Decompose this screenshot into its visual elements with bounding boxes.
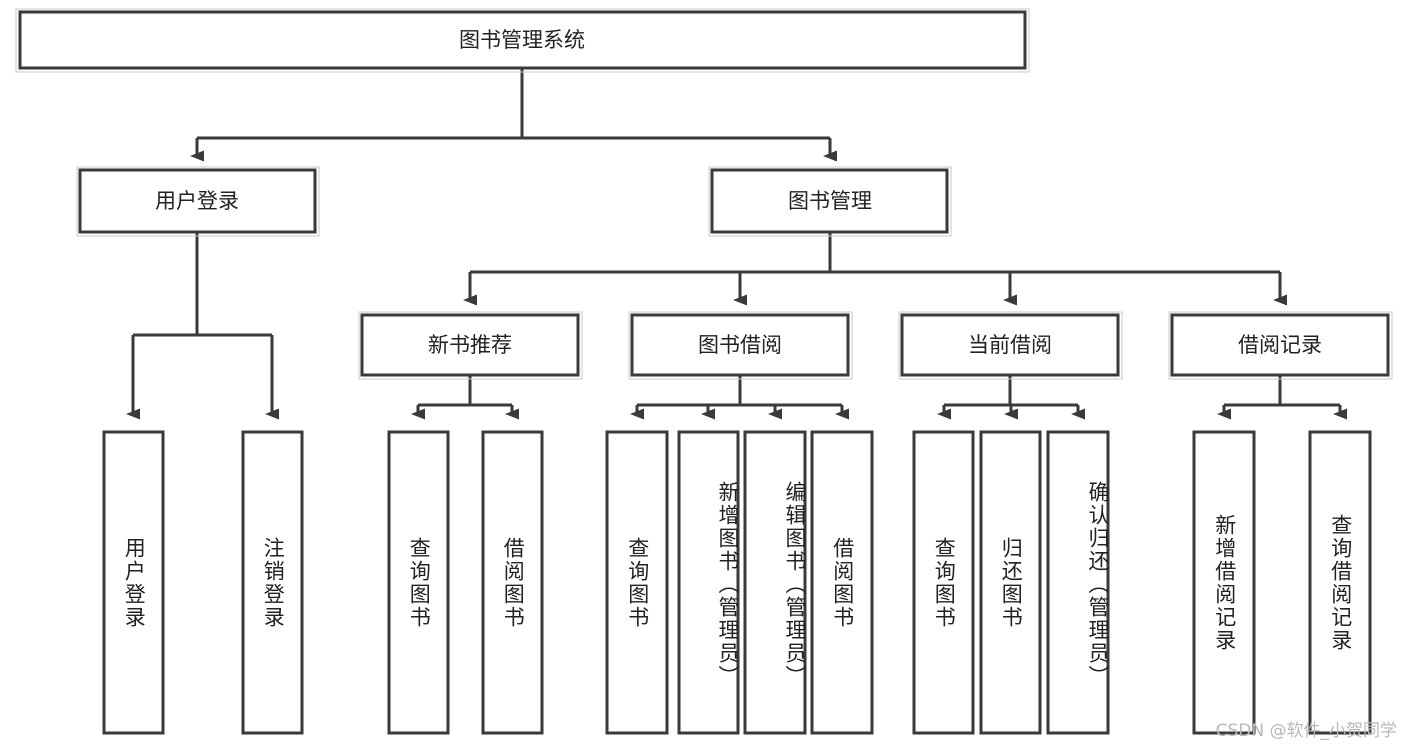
leaf-box-add-book[interactable] <box>677 430 740 735</box>
edges-userlogin-to-leaves <box>126 232 279 420</box>
node-borrow-records-label: 借阅记录 <box>1238 333 1322 357</box>
leaf-box-return-book[interactable] <box>979 430 1042 735</box>
node-root[interactable]: 图书管理系统 <box>15 8 1030 73</box>
leaf-box-confirm-return[interactable] <box>1046 430 1110 735</box>
node-book-borrow[interactable]: 图书借阅 <box>628 311 853 380</box>
watermark-text: CSDN @软件_小贺同学 <box>1215 721 1397 741</box>
edges-bookmgmt-to-level3 <box>463 232 1287 306</box>
node-user-login[interactable]: 用户登录 <box>76 166 320 237</box>
node-root-label: 图书管理系统 <box>459 28 585 52</box>
node-new-book-recommend-label: 新书推荐 <box>428 333 512 357</box>
edges-root-to-level2 <box>190 68 837 162</box>
leaf-box-edit-book[interactable] <box>743 430 807 735</box>
leaf-box-add-record[interactable] <box>1192 430 1256 735</box>
leaf-box-query-book-2[interactable] <box>605 430 669 735</box>
leaf-box-user-login[interactable] <box>102 430 165 735</box>
node-borrow-records[interactable]: 借阅记录 <box>1168 311 1393 380</box>
leaf-box-logout[interactable] <box>241 430 304 735</box>
leaf-box-query-book-3[interactable] <box>912 430 975 735</box>
node-book-management[interactable]: 图书管理 <box>708 166 952 237</box>
node-book-management-label: 图书管理 <box>788 189 872 213</box>
leaf-boxes <box>102 430 1372 735</box>
leaf-box-query-record[interactable] <box>1308 430 1372 735</box>
leaf-box-borrow-book-2[interactable] <box>810 430 874 735</box>
edges-records-to-leaves <box>1217 375 1347 420</box>
edges-newbook-to-leaves <box>411 375 519 420</box>
edges-current-to-leaves <box>937 375 1085 420</box>
node-book-borrow-label: 图书借阅 <box>698 333 782 357</box>
leaf-box-borrow-book-1[interactable] <box>481 430 544 735</box>
node-new-book-recommend[interactable]: 新书推荐 <box>358 311 583 380</box>
leaf-box-query-book-1[interactable] <box>387 430 450 735</box>
node-current-borrow[interactable]: 当前借阅 <box>898 311 1123 380</box>
node-user-login-label: 用户登录 <box>155 189 239 213</box>
node-current-borrow-label: 当前借阅 <box>968 333 1052 357</box>
edges-borrow-to-leaves <box>630 375 849 420</box>
